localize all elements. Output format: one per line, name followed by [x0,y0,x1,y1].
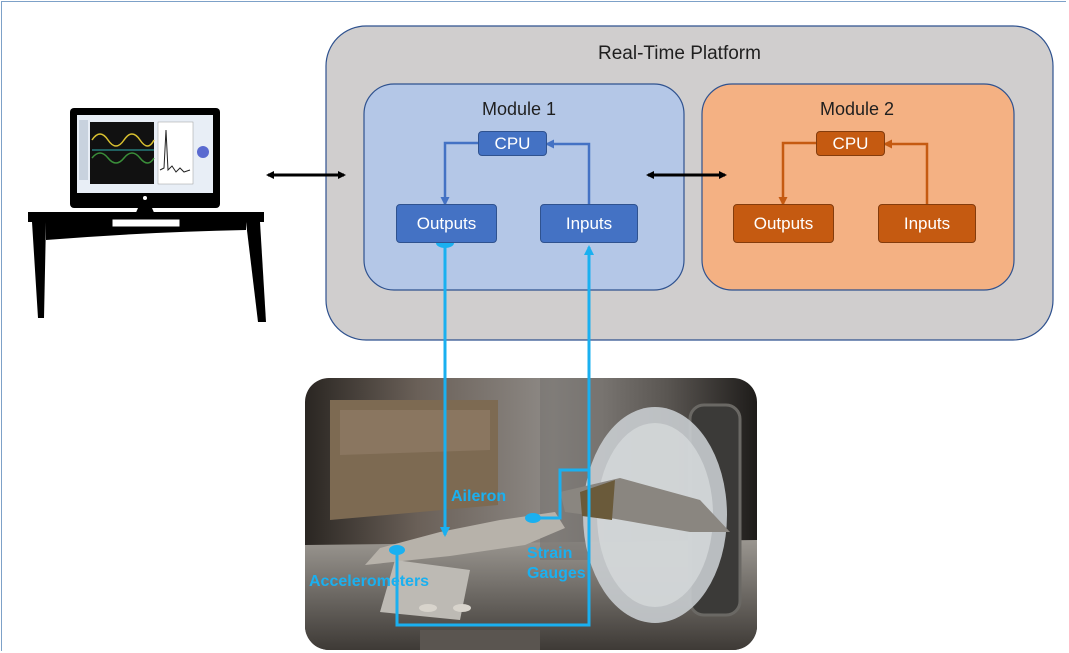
m1-inputs-to-cpu-arrow [545,139,591,204]
computer-workstation [28,108,266,322]
module1-cpu-box: CPU [478,131,547,156]
m2-inputs-to-cpu-arrow [883,139,929,204]
accelerometer-dot [389,545,405,555]
module1-outputs-box: Outputs [396,204,497,243]
accelerometers-label: Accelerometers [309,573,430,590]
module2-title: Module 2 [820,99,895,119]
strain-gauge-line [533,468,589,520]
strain-gauge-dot [525,513,541,523]
platform-title: Real-Time Platform [598,43,761,64]
module2-outputs-box: Outputs [733,204,834,243]
sensors-to-inputs-line [395,245,594,627]
strain-label-line1: Strain [527,545,573,562]
m2-cpu-to-outputs-arrow [778,141,816,206]
aileron-label: Aileron [451,488,507,505]
module2-inputs-box: Inputs [878,204,976,243]
module2-cpu-box: CPU [816,131,885,156]
module1-title: Module 1 [482,99,557,119]
m1-cpu-to-outputs-arrow [440,141,478,206]
module1-inputs-box: Inputs [540,204,638,243]
strain-label-line2: Gauges [527,565,586,582]
